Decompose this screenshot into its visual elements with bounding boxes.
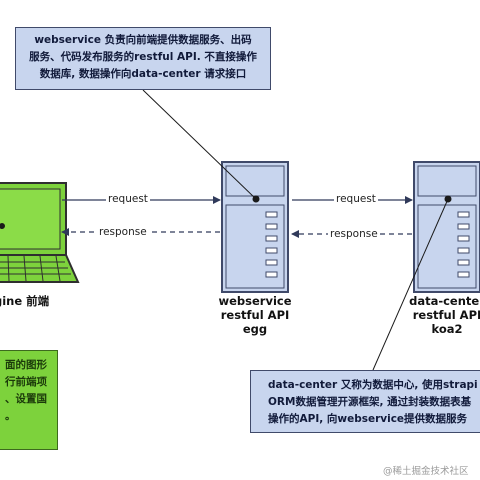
response-label-left: response <box>97 226 149 238</box>
watermark: @稀土掘金技术社区 <box>383 466 469 477</box>
server-top-panel <box>417 165 477 197</box>
note-line: 、设置国 <box>5 393 47 405</box>
note-line: 行前端项 <box>5 376 47 388</box>
request-label-left: request <box>106 193 150 205</box>
engine-label: gine 前端 <box>0 294 64 308</box>
keyboard-keys <box>0 255 71 282</box>
webcam-dot <box>0 223 5 229</box>
datacenter-label-line: restful API <box>412 308 480 322</box>
webservice-label-line: egg <box>242 322 268 336</box>
note-line: 数据库, 数据操作向data-center 请求接口 <box>39 68 247 80</box>
note-pointers <box>142 89 449 371</box>
server-drive-slots <box>457 211 470 278</box>
note-line: 面的图形 <box>5 359 47 371</box>
datacenter-label: data-center restful API koa2 <box>392 294 480 336</box>
webservice-server-icon <box>221 161 289 293</box>
datacenter-description-note: data-center 又称为数据中心, 使用strapi ORM数据管理开源框… <box>250 370 480 433</box>
note-line: data-center 又称为数据中心, 使用strapi <box>268 379 478 391</box>
datacenter-label-line: koa2 <box>431 322 463 336</box>
note-line: webservice 负责向前端提供数据服务、出码 <box>34 34 252 46</box>
webservice-label-line: restful API <box>220 308 290 322</box>
laptop-screen-inner <box>0 188 61 250</box>
note-line: 。 <box>5 410 16 422</box>
top-note-pointer <box>142 89 257 200</box>
webservice-label: webservice restful API egg <box>195 294 315 336</box>
server-drive-slots <box>265 211 278 278</box>
response-label-right: response <box>328 228 380 240</box>
engine-label-line: gine 前端 <box>0 294 50 308</box>
webservice-label-line: webservice <box>218 294 292 308</box>
server-top-panel <box>225 165 285 197</box>
frontend-description-note: 面的图形 行前端项 、设置国 。 <box>0 350 58 450</box>
right-note-pointer <box>372 198 449 371</box>
request-label-right: request <box>334 193 378 205</box>
datacenter-label-line: data-center <box>409 294 480 308</box>
note-line: ORM数据管理开源框架, 通过封装数据表基 <box>268 396 472 408</box>
note-line: 服务、代码发布服务的restful API. 不直接操作 <box>29 51 257 63</box>
note-line: 操作的API, 向webservice提供数据服务 <box>268 413 468 425</box>
webservice-description-note: webservice 负责向前端提供数据服务、出码 服务、代码发布服务的rest… <box>15 27 271 90</box>
laptop-icon <box>0 182 80 283</box>
datacenter-server-icon <box>413 161 480 293</box>
